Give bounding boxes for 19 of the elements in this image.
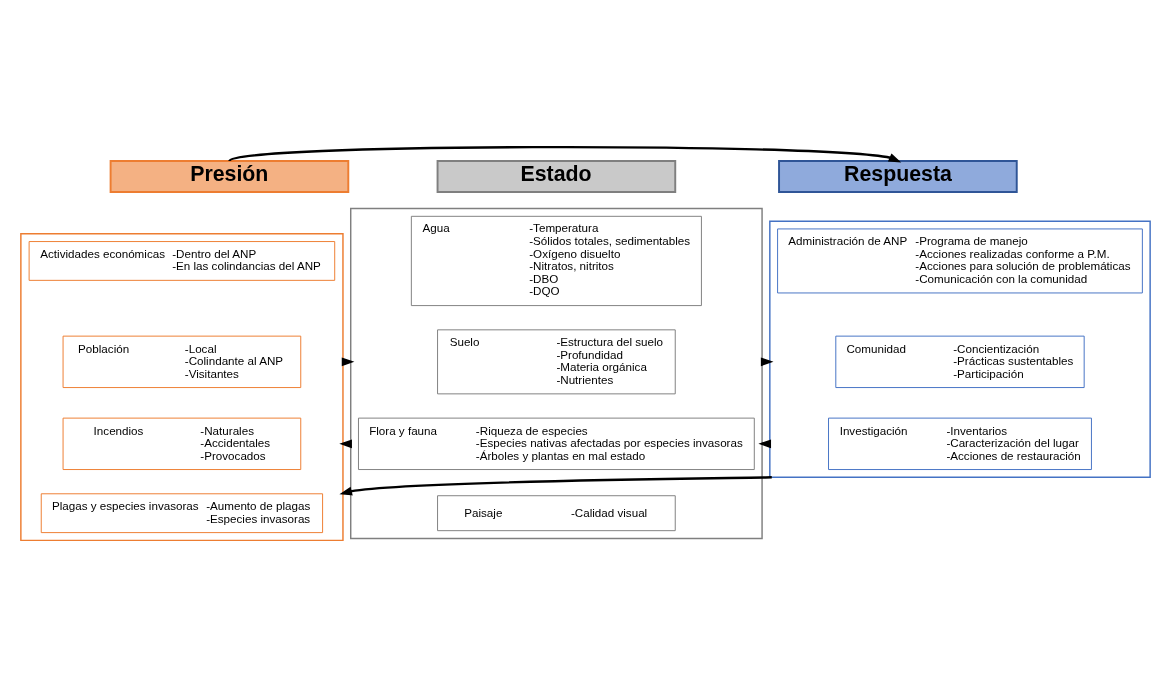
node-box: Población -Local -Colindante al ANP -Visitantes xyxy=(62,335,302,388)
node-box: Respuesta xyxy=(778,159,1018,193)
node-box: Estado xyxy=(436,159,677,193)
node-box: Flora y fauna -Riqueza de especies -Especies nativas afectadas por especies invasoras -Árboles y plantas en mal estado xyxy=(358,417,755,470)
node-box: Agua -Temperatura -Sólidos totales, sedimentables -Oxígeno disuelto -Nitratos, nitritos -DBO -DQO xyxy=(410,215,702,306)
node-box: Comunidad -Concientización -Prácticas sustentables -Participación xyxy=(835,335,1085,388)
node-box: Plagas y especies invasoras -Aumento de plagas -Especies invasoras xyxy=(40,492,324,533)
cluster xyxy=(20,232,344,541)
cluster xyxy=(769,219,1151,478)
node-box: Presión xyxy=(109,159,350,193)
node-box: Administración de ANP -Programa de manejo -Acciones realizadas conforme a P.M. -Acciones para solución de problemáticas -Comunicación con la comunidad xyxy=(777,227,1143,293)
cluster xyxy=(350,207,763,539)
node-box: Incendios -Naturales -Accidentales -Provocados xyxy=(62,417,302,470)
node-box: Actividades económicas -Dentro del ANP -En las colindancias del ANP xyxy=(28,240,336,281)
node-box: Suelo -Estructura del suelo -Profundidad -Materia orgánica -Nutrientes xyxy=(437,328,676,394)
node-box: Paisaje -Calidad visual xyxy=(437,494,676,531)
arrow xyxy=(339,475,772,495)
arrow xyxy=(229,145,902,162)
node-box: Investigación -Inventarios -Caracterización del lugar -Acciones de restauración xyxy=(828,417,1092,470)
